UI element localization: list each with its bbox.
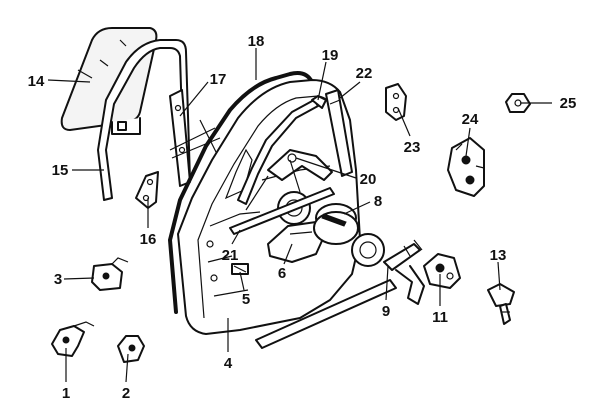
part-lock-assembly xyxy=(447,137,485,197)
part-hinge-2 xyxy=(117,335,145,363)
callout-3: 3 xyxy=(54,271,62,288)
part-guide-channel xyxy=(237,95,327,205)
callout-23: 23 xyxy=(404,139,421,156)
callout-16: 16 xyxy=(140,231,157,248)
part-rear-run-channel xyxy=(325,89,353,177)
callout-20: 20 xyxy=(360,171,377,188)
part-door-bar xyxy=(255,279,397,349)
part-door-latch xyxy=(423,253,461,289)
callout-9: 9 xyxy=(382,303,390,320)
callout-6: 6 xyxy=(278,265,286,282)
part-hinge-1 xyxy=(51,321,95,357)
leader-lines xyxy=(47,48,552,383)
callout-25: 25 xyxy=(560,95,577,112)
part-door-shell xyxy=(177,79,361,335)
part-striker xyxy=(505,93,531,113)
callout-labels: 1 2 3 4 5 6 8 9 11 13 14 15 16 17 18 19 … xyxy=(28,33,577,402)
part-link-rod xyxy=(383,239,425,305)
callout-15: 15 xyxy=(52,162,69,179)
callout-4: 4 xyxy=(224,355,233,372)
callout-19: 19 xyxy=(322,47,339,64)
callout-21: 21 xyxy=(222,247,239,264)
part-grommet-ring xyxy=(351,233,385,267)
part-lock-cylinder xyxy=(487,283,515,325)
part-bracket-23 xyxy=(385,83,407,121)
callout-11: 11 xyxy=(432,309,448,326)
callout-17: 17 xyxy=(210,71,227,88)
part-speaker-cup xyxy=(313,203,359,245)
callout-5: 5 xyxy=(242,291,250,308)
part-hinge-3 xyxy=(91,257,129,291)
part-triangle-bracket xyxy=(135,171,159,209)
callout-22: 22 xyxy=(356,65,373,82)
callout-13: 13 xyxy=(490,247,507,264)
callout-18: 18 xyxy=(248,33,265,50)
callout-2: 2 xyxy=(122,385,130,402)
part-lower-rod xyxy=(229,187,335,235)
part-weatherstrip xyxy=(167,71,314,314)
callout-14: 14 xyxy=(28,73,45,90)
callout-8: 8 xyxy=(374,193,382,210)
callout-1: 1 xyxy=(62,385,70,402)
callout-24: 24 xyxy=(462,111,479,128)
part-trim-piece xyxy=(267,221,327,263)
